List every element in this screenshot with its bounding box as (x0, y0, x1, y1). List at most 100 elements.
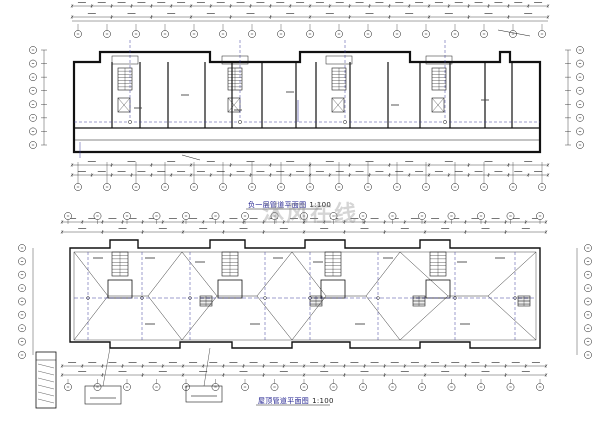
upper-core-box (325, 55, 353, 65)
lower-bottom-axis-bubbles (64, 379, 544, 391)
dimension-slash (467, 163, 471, 167)
dimension-slash (328, 4, 332, 8)
elevator-cross (117, 97, 131, 113)
dimension-slash (249, 173, 252, 177)
dimension-slash (423, 220, 427, 224)
dimension-slash (288, 4, 292, 8)
elevator-symbol (431, 97, 445, 113)
dimension-slash (282, 364, 286, 368)
dimension-slash (467, 173, 471, 177)
dimension-slash (342, 220, 346, 224)
dimension-slash (201, 220, 205, 224)
dimension-slash (463, 364, 467, 368)
dimension-slash (363, 220, 366, 224)
stair-symbol (221, 251, 239, 277)
upper-leader-line (181, 154, 201, 161)
dimension-slash (427, 15, 431, 19)
watermark-text: 沐风在线 (262, 202, 359, 227)
stair-symbol (331, 67, 347, 91)
dimension-slash (463, 230, 467, 234)
dimension-slash (546, 15, 550, 19)
dimension-slash (189, 163, 193, 167)
dimension-slash (149, 163, 153, 167)
dimension-slash (526, 173, 530, 177)
dimension-slash (149, 4, 153, 8)
elevator-outline (431, 97, 445, 113)
dimension-slash (242, 364, 245, 368)
stair-symbol (199, 295, 213, 307)
dimension-slash (302, 373, 306, 377)
dimension-slash (268, 173, 272, 177)
roof-slope-line (399, 295, 449, 341)
dimension-slash (387, 4, 391, 8)
elevator-cross (431, 97, 445, 113)
detail-hatch (37, 377, 55, 383)
dimension-slash (288, 173, 292, 177)
dimension-slash (302, 230, 306, 234)
dimension-slash (322, 364, 326, 368)
dimension-slash (90, 4, 94, 8)
dimension-slash (504, 373, 508, 377)
dimension-slash (506, 4, 510, 8)
lower-left-axis-bubbles (18, 244, 26, 359)
dimension-slash (141, 373, 145, 377)
roof-slope-line (291, 295, 327, 341)
dimension-slash (161, 364, 165, 368)
dimension-slash (342, 373, 346, 377)
stair-symbol (227, 67, 243, 91)
dimension-slash (80, 364, 84, 368)
roof-slope-line (147, 251, 183, 297)
roof-drain-node (263, 296, 267, 300)
dimension-slash (443, 364, 447, 368)
dimension-slash (526, 4, 530, 8)
lower-top-dimension-row-2 (60, 228, 548, 234)
detail-callout-box (84, 385, 122, 405)
dimension-slash (209, 4, 213, 8)
roof-slope-line (256, 295, 293, 341)
detail-box-left (35, 351, 57, 409)
dimension-slash (342, 364, 346, 368)
dimension-slash (221, 230, 225, 234)
dimension-slash (189, 4, 193, 8)
dimension-slash (546, 163, 550, 167)
dimension-slash (407, 4, 411, 8)
dimension-slash (484, 364, 487, 368)
dimension-slash (328, 173, 332, 177)
stair-symbol (117, 67, 133, 91)
dimension-slash (506, 173, 510, 177)
upper-plan-scale: 1:100 (309, 201, 332, 209)
dimension-slash (544, 373, 548, 377)
dimension-slash (308, 4, 312, 8)
dimension-slash (506, 163, 510, 167)
pipe-node (238, 120, 242, 124)
roof-slope-line (365, 295, 401, 341)
dimension-slash (70, 163, 74, 167)
lower-bottom-dimension-row (60, 362, 548, 368)
upper-plan-title-text: 负一层管道平面图 (248, 201, 307, 209)
dimension-slash (262, 230, 266, 234)
dimension-slash (348, 4, 352, 8)
dimension-slash (130, 173, 133, 177)
elevator-cross (331, 97, 345, 113)
stair-symbol (517, 295, 531, 307)
dimension-slash (383, 230, 387, 234)
dimension-slash (221, 220, 225, 224)
stair-symbol (111, 251, 129, 277)
dimension-slash (484, 220, 487, 224)
dimension-slash (242, 220, 245, 224)
elevator-symbol (117, 97, 131, 113)
dimension-slash (161, 220, 165, 224)
lower-core-box (217, 279, 243, 299)
dimension-slash (463, 373, 467, 377)
dimension-slash (308, 15, 312, 19)
dimension-slash (463, 220, 467, 224)
stair-symbol (412, 295, 426, 307)
dimension-slash (403, 220, 407, 224)
dimension-slash (348, 15, 352, 19)
dimension-slash (544, 220, 548, 224)
dimension-slash (169, 173, 173, 177)
dimension-slash (262, 373, 266, 377)
dimension-slash (342, 230, 346, 234)
detail-leader (203, 347, 211, 387)
